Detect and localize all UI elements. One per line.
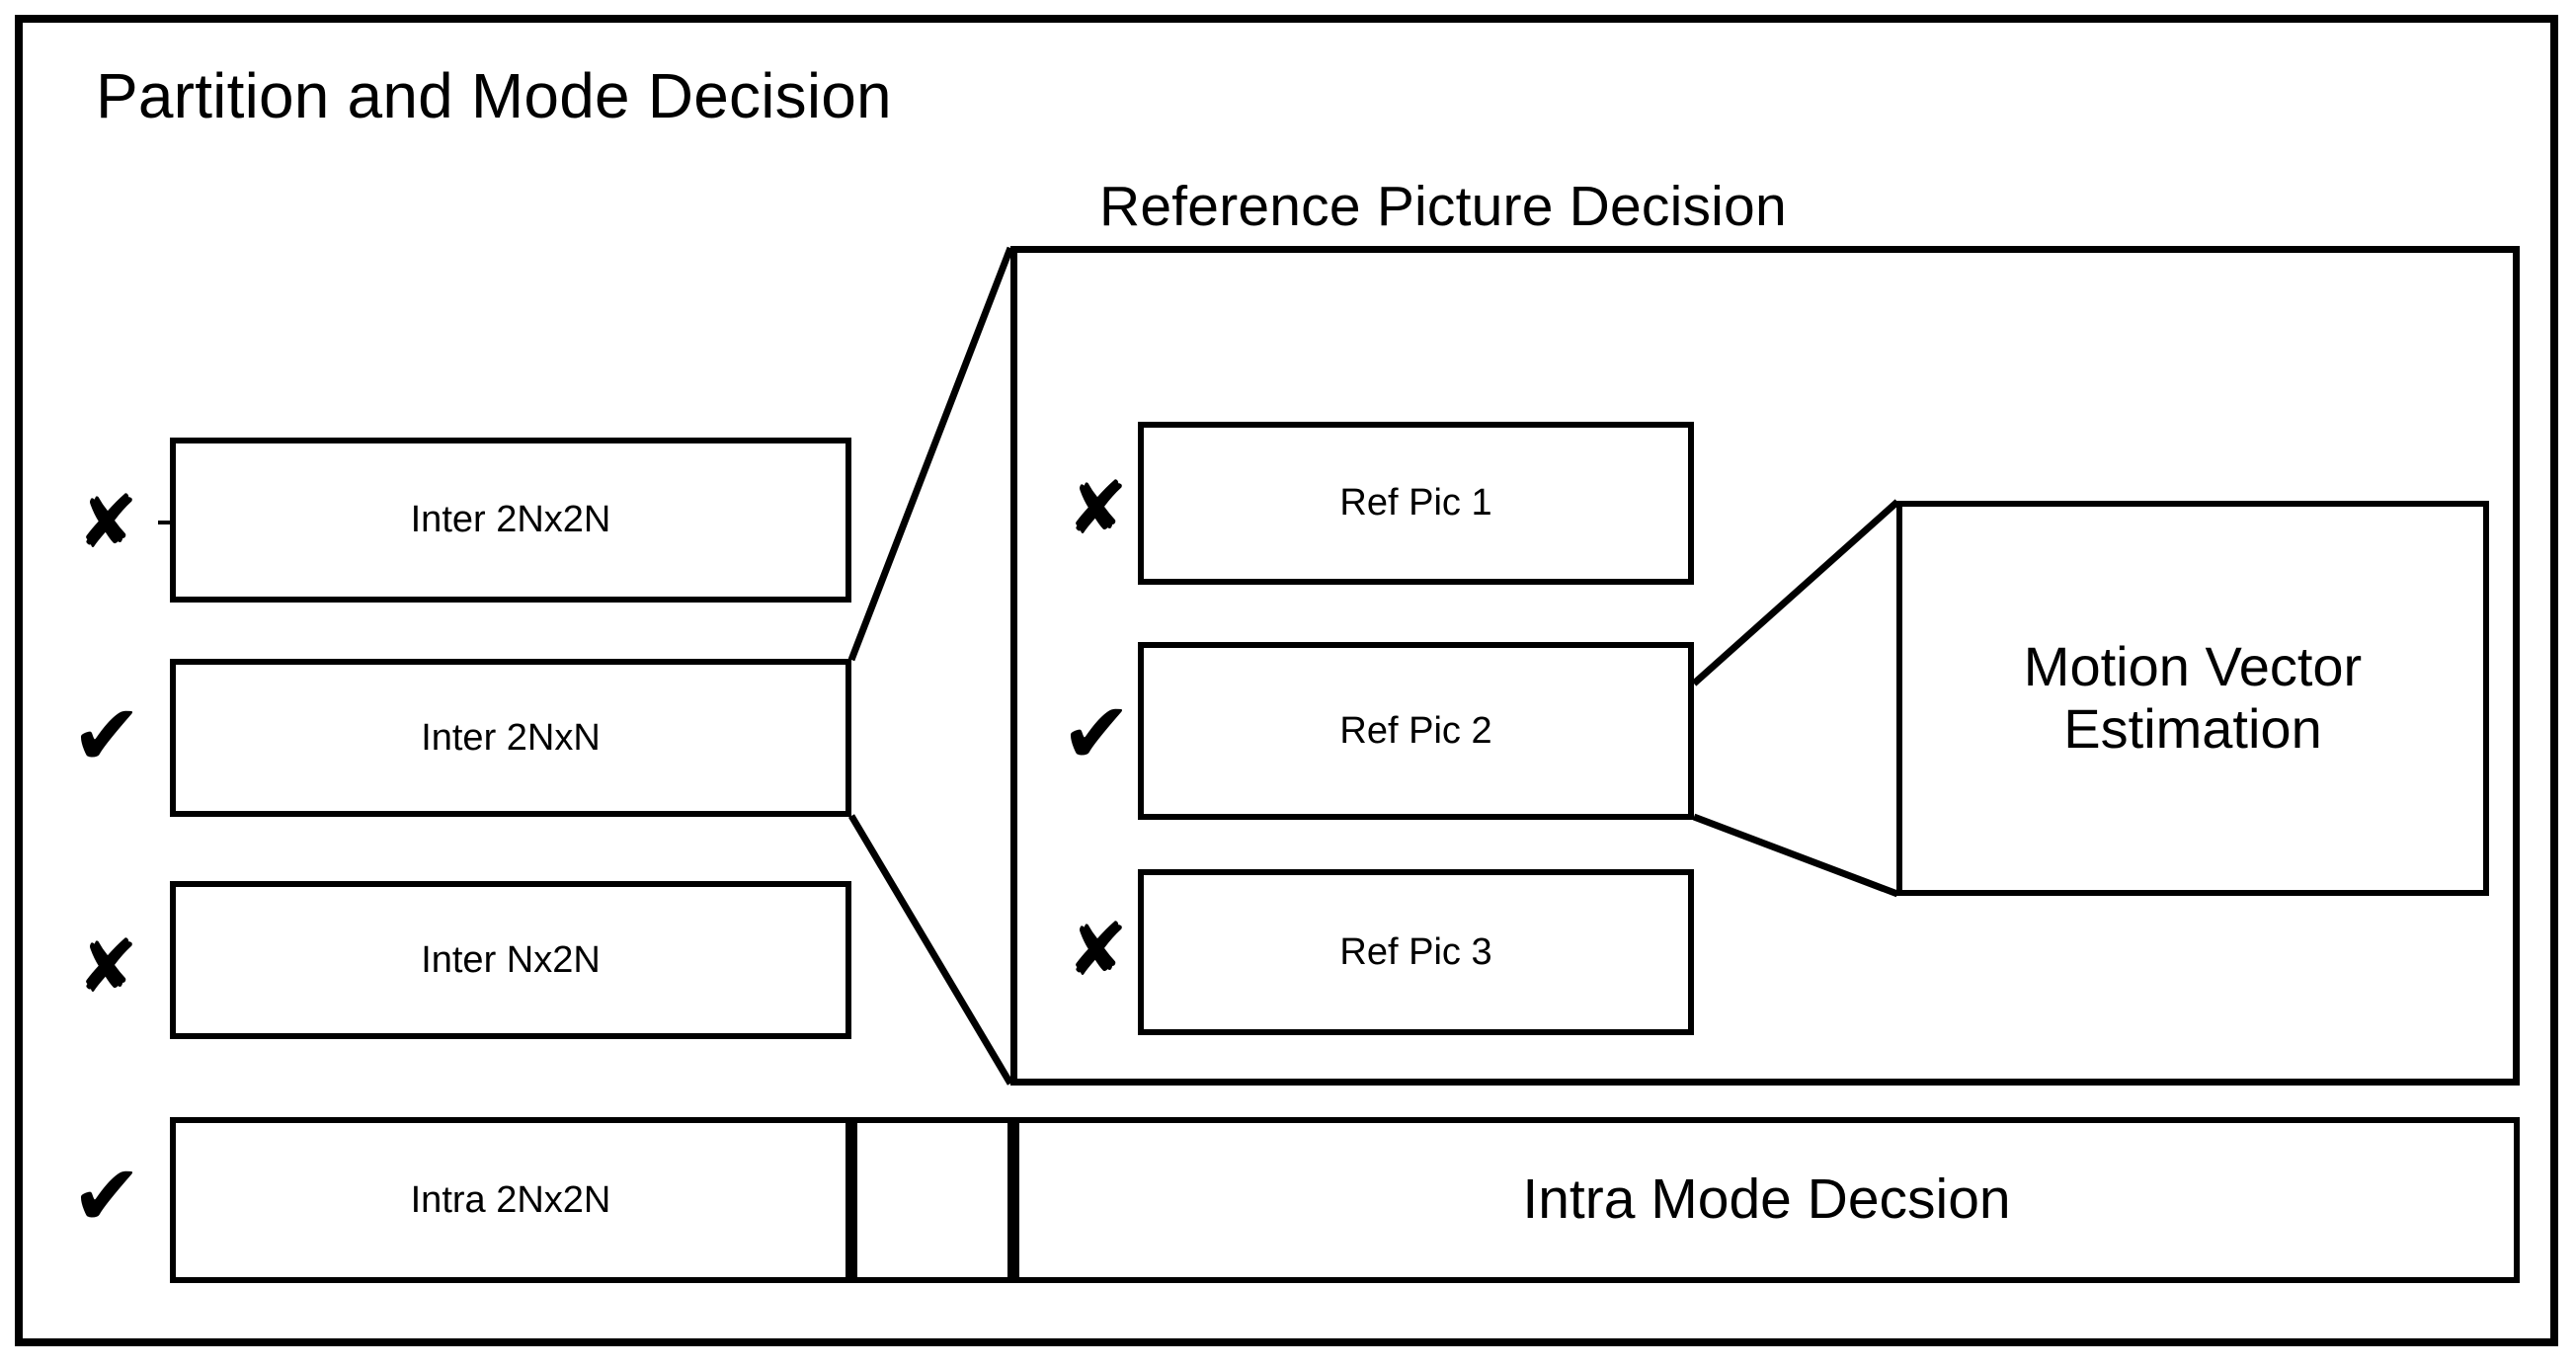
node-ref-pic-2-label: Ref Pic 2 [1339, 709, 1492, 752]
check-icon-inter-2nxn: ✔ [71, 686, 143, 785]
node-motion-vector-estimation[interactable]: Motion Vector Estimation [1896, 501, 2489, 896]
node-inter-2nx2n[interactable]: Inter 2Nx2N [170, 438, 851, 603]
node-intra-2nx2n-label: Intra 2Nx2N [410, 1178, 611, 1221]
node-inter-2nx2n-label: Inter 2Nx2N [410, 499, 611, 541]
node-intra-spacer [851, 1117, 1013, 1283]
funnel-line-partition-top [847, 246, 1014, 662]
reference-picture-decision-panel [1010, 246, 2520, 1086]
funnel-line-partition-bottom [847, 814, 1014, 1086]
cross-icon-ref-pic-1: ✘ [1067, 466, 1129, 551]
cross-icon-inter-nx2n: ✘ [77, 925, 139, 1009]
partition-and-mode-decision-panel [15, 15, 2558, 1346]
cross-icon-ref-pic-3: ✘ [1067, 908, 1129, 993]
node-intra-mode-decision-label: Intra Mode Decsion [1522, 1168, 2011, 1232]
node-ref-pic-3-label: Ref Pic 3 [1339, 930, 1492, 973]
partition-and-mode-decision-title: Partition and Mode Decision [96, 60, 892, 131]
node-ref-pic-1[interactable]: Ref Pic 1 [1138, 422, 1694, 585]
node-intra-mode-decision[interactable]: Intra Mode Decsion [1013, 1117, 2520, 1283]
node-motion-vector-estimation-line2: Estimation [2063, 697, 2322, 760]
node-inter-2nxn[interactable]: Inter 2NxN [170, 659, 851, 817]
check-icon-ref-pic-2: ✔ [1061, 684, 1133, 783]
node-inter-2nxn-label: Inter 2NxN [421, 716, 601, 759]
node-ref-pic-3[interactable]: Ref Pic 3 [1138, 869, 1694, 1035]
node-intra-2nx2n[interactable]: Intra 2Nx2N [170, 1117, 851, 1283]
reference-picture-decision-title: Reference Picture Decision [1099, 175, 1787, 238]
cross-icon-inter-2nx2n: ✘ [77, 480, 139, 565]
node-inter-nx2n-label: Inter Nx2N [421, 938, 601, 981]
node-ref-pic-2[interactable]: Ref Pic 2 [1138, 642, 1694, 820]
node-inter-nx2n[interactable]: Inter Nx2N [170, 881, 851, 1039]
node-motion-vector-estimation-line1: Motion Vector [2023, 635, 2363, 698]
funnel-line-refpic-top [1691, 499, 1900, 686]
node-ref-pic-1-label: Ref Pic 1 [1339, 482, 1492, 524]
check-icon-intra-2nx2n: ✔ [71, 1147, 143, 1246]
funnel-line-refpic-bottom [1692, 813, 1899, 898]
